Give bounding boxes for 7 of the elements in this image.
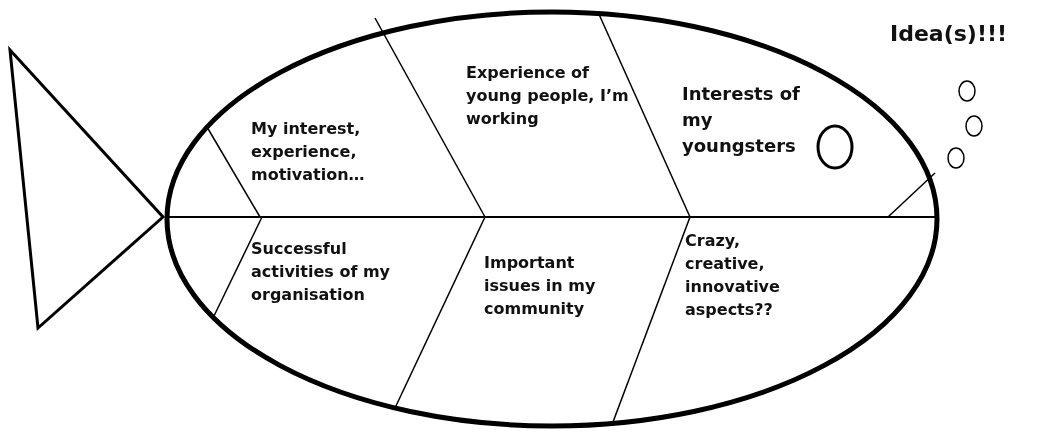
idea-heading: Idea(s)!!! [890,20,1008,48]
category-label: Successful activities of my organisation [251,238,392,306]
category-label: Crazy, creative, innovative aspects?? [685,230,781,321]
category-label: My interest, experience, motivation… [251,118,366,186]
category-label: Important issues in my community [484,252,597,320]
category-label: Interests of my youngsters [682,82,801,158]
category-label: Experience of young people, I’m working [466,62,630,130]
